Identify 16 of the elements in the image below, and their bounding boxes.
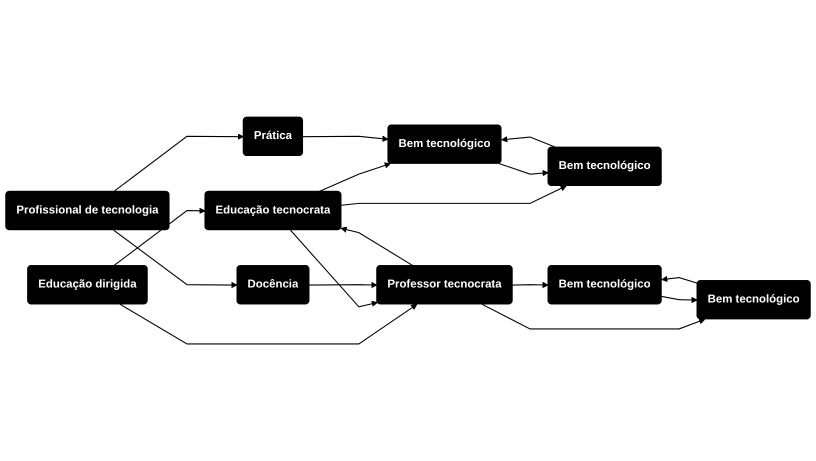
arrow bbox=[512, 282, 549, 288]
arrow bbox=[482, 304, 706, 330]
arrow bbox=[501, 136, 556, 148]
arrow bbox=[661, 276, 698, 284]
arrow bbox=[120, 304, 418, 344]
arrow bbox=[290, 230, 378, 308]
arrow bbox=[341, 186, 567, 206]
arrow bbox=[309, 282, 378, 288]
arrow bbox=[662, 296, 698, 304]
arrow bbox=[499, 163, 549, 176]
arrow bbox=[340, 226, 414, 266]
arrow bbox=[303, 136, 388, 142]
arrow bbox=[113, 208, 206, 266]
arrow bbox=[318, 162, 391, 192]
arrow bbox=[113, 134, 244, 192]
arrow bbox=[113, 230, 238, 288]
